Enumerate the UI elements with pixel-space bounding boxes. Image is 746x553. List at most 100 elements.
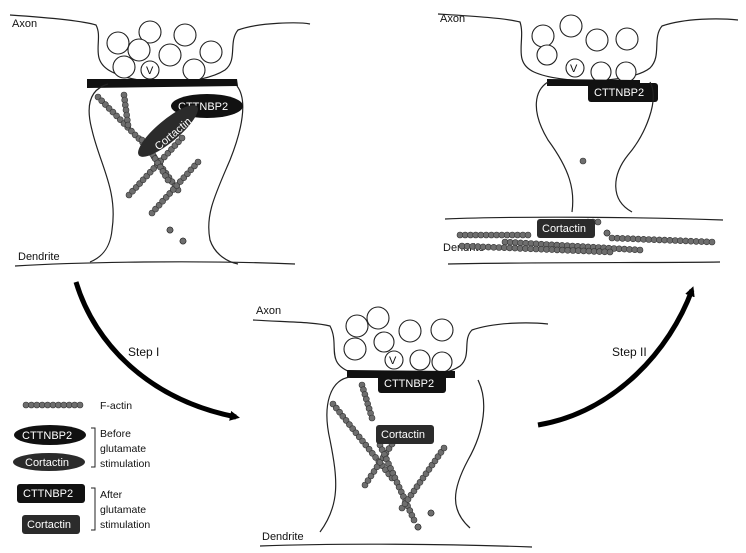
factin-bead <box>71 401 78 409</box>
legend-cortactin-ellipse <box>13 453 85 471</box>
vesicle <box>615 27 639 51</box>
dendrite-membrane <box>259 543 533 548</box>
postsynaptic-density <box>87 79 238 88</box>
factin-bead <box>364 477 372 484</box>
axon-label: Axon <box>12 18 37 30</box>
vesicle <box>182 58 206 82</box>
vesicle <box>366 306 390 330</box>
factin-bead <box>124 121 132 129</box>
factin-bead <box>708 238 716 246</box>
vesicle <box>585 28 609 52</box>
step-1-arrow: Step I <box>73 281 240 421</box>
legend-after-line3: stimulation <box>100 519 150 531</box>
legend-cortactin-box-label: Cortactin <box>27 519 71 531</box>
vesicle <box>559 14 583 38</box>
cortactin-label: Cortactin <box>542 223 586 235</box>
vesicle <box>531 24 555 48</box>
factin-bead <box>178 134 186 142</box>
axon-label: Axon <box>440 13 465 25</box>
vesicle <box>138 20 162 44</box>
factin-bead <box>361 481 369 489</box>
spine-membrane <box>454 379 485 529</box>
dendrite-label: Dendrite <box>262 531 304 543</box>
cttnbp2-label: CTTNBP2 <box>594 87 644 99</box>
factin-bead <box>385 445 393 452</box>
legend-before-line3: stimulation <box>100 458 150 470</box>
factin-bead <box>606 248 614 256</box>
legend-before-line2: glutamate <box>100 443 146 455</box>
legend-factin-label: F-actin <box>100 400 132 412</box>
vesicle <box>430 318 454 342</box>
factin-bead <box>166 226 174 234</box>
dendrite-membrane <box>14 261 296 267</box>
vesicle <box>158 43 182 67</box>
axon-membrane <box>9 14 311 83</box>
factin-bead <box>376 458 384 466</box>
factin-bead <box>594 218 602 226</box>
factin-bead <box>33 401 41 409</box>
vesicle <box>536 44 558 66</box>
factin-bead <box>368 414 376 422</box>
legend-after-line2: glutamate <box>100 504 146 516</box>
vesicle <box>590 61 612 83</box>
factin-bead <box>65 401 73 409</box>
factin-bead <box>579 157 587 165</box>
panel-middle: Axon V CTTNBP2 Dendrite Cortactin <box>252 305 549 548</box>
factin-bead <box>367 472 375 480</box>
cortactin-ellipse <box>138 105 198 157</box>
legend-cortactin-label: Cortactin <box>25 457 69 469</box>
legend: F-actin CTTNBP2 Cortactin Before glutama… <box>13 400 150 534</box>
legend-bracket <box>91 427 96 468</box>
vesicle-label: V <box>146 65 154 77</box>
vesicle <box>106 31 130 55</box>
factin-bead <box>524 231 532 239</box>
vesicle <box>343 337 367 361</box>
legend-cttnbp2-box <box>17 484 85 503</box>
vesicle <box>127 38 151 62</box>
factin-bead <box>49 401 57 409</box>
factin-bead <box>76 401 84 409</box>
legend-bracket <box>91 487 96 531</box>
legend-cttnbp2-ellipse <box>14 425 86 445</box>
legend-cttnbp2-label: CTTNBP2 <box>22 430 72 442</box>
cortactin-box <box>537 219 595 238</box>
legend-cortactin-box <box>22 515 80 534</box>
vesicle <box>112 55 136 79</box>
factin-bead <box>410 516 418 524</box>
vesicle-label: V <box>389 355 397 367</box>
axon-label: Axon <box>256 305 281 317</box>
cttnbp2-box <box>378 374 446 393</box>
factin-filaments <box>456 218 716 256</box>
factin-filaments <box>94 91 202 245</box>
vesicle <box>373 331 395 353</box>
factin-bead <box>194 158 202 166</box>
spine-membrane <box>208 85 244 265</box>
spine-membrane <box>615 81 654 213</box>
factin-bead <box>603 229 611 237</box>
dendrite-label: Dendrite <box>18 251 60 263</box>
vesicle-labeled <box>565 58 585 78</box>
vesicle <box>615 61 637 83</box>
dendrite-membrane <box>447 261 721 265</box>
factin-bead <box>44 401 51 409</box>
step-2-arrow: Step II <box>537 286 695 428</box>
spine-membrane <box>88 83 114 263</box>
factin-bead <box>427 509 435 517</box>
legend-before-line1: Before <box>100 428 131 440</box>
axon-membrane <box>437 13 739 82</box>
factin-bead <box>440 444 448 452</box>
step-2-label: Step II <box>612 345 647 359</box>
vesicle-labeled <box>384 350 404 370</box>
legend-factin-swatch <box>22 401 84 409</box>
cortactin-label: Cortactin <box>381 429 425 441</box>
legend-cttnbp2-box-label: CTTNBP2 <box>23 488 73 500</box>
spine-membrane <box>535 81 574 213</box>
cttnbp2-box <box>588 83 658 102</box>
factin-bead <box>164 176 172 184</box>
vesicle <box>345 314 369 338</box>
factin-bead <box>636 246 644 254</box>
dendrite-membrane <box>444 216 724 221</box>
factin-bead <box>373 463 381 471</box>
panel-before: Axon V Dendrite CTTNBP2 Cortactin <box>9 14 311 267</box>
